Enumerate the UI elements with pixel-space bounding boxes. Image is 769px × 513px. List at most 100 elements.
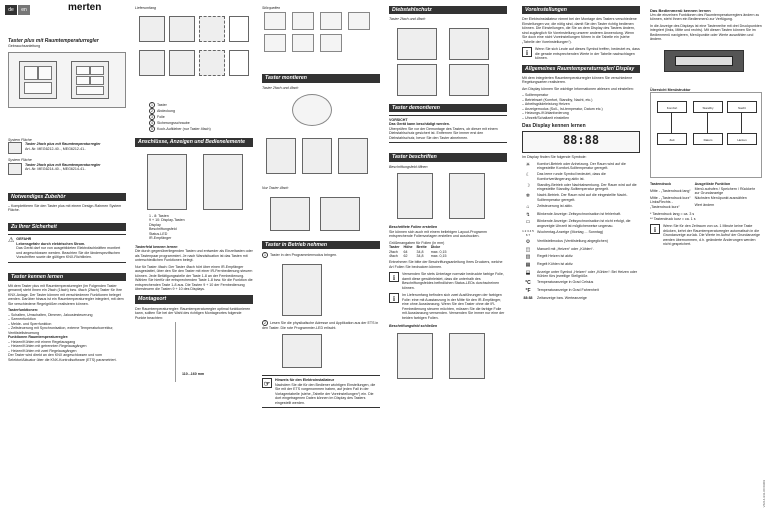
symbol-text: Komfort-Betrieb oder Anheizung. Der Raum…	[537, 161, 626, 171]
mount-sub: Taster 2fach und 4fach	[262, 85, 299, 90]
legend-item: Folie	[157, 115, 165, 120]
taster-4fach-image	[71, 60, 109, 99]
foil-head: Beschriftete Folien erstellen	[389, 225, 438, 230]
caution-box: VORSICHT Das Gerät kann beschädigt werde…	[389, 114, 507, 144]
conn-legend-item: Status-LED	[149, 231, 168, 236]
product-name-1: Taster 2fach plus mit Raumtemperaturregl…	[25, 142, 101, 147]
conn-legend-item: 9 + 10: Display-Tasten	[149, 218, 185, 223]
info-box-1: i Verwenden Sie stets Unterlage normale …	[389, 272, 507, 290]
time-display-icon: 88:88	[523, 295, 533, 300]
column-6: Das Bedienmenü kennen lernen Um die einz…	[650, 0, 762, 513]
ops-text-2: In die Anzeige des Displays ist eine Tas…	[650, 23, 762, 42]
menu-node: Standby	[693, 101, 723, 114]
mount-text: Der Raumtemperaturregler: Raumtemperatur…	[135, 306, 251, 320]
doc-title: Taster plus mit Raumtemperaturregler	[8, 38, 99, 44]
taster-2fach-image	[19, 60, 57, 99]
start-figure-2	[262, 332, 380, 372]
func-head: Tasterfunktionen:	[8, 308, 39, 313]
manual-icon: ◫	[525, 246, 531, 253]
table-cell: max. 0,15	[430, 249, 447, 254]
func-item: Melde- und Sperrfunktion	[8, 322, 126, 326]
symbol-row: ⌂Zeitsteuerung ist aktiv.	[522, 204, 640, 210]
product-thumb-icon	[8, 142, 22, 155]
table-cell: Nächsten Menüpunkt auswählen	[694, 195, 747, 200]
mount-figure: 110...160 mm	[175, 322, 253, 383]
legend-item: Koch-Aufkleber (nur Taster 4fach)	[157, 127, 211, 132]
use-head: Tasterfeld kennen lernen	[135, 244, 178, 249]
table-row: 2fach 64 34,8 max. 0,15	[389, 250, 450, 254]
table-caption: Größenangaben für Folien (in mm)	[389, 240, 445, 245]
section-connections: Anschlüsse, Anzeigen und Bedienelemente	[135, 138, 253, 147]
table-cell: 34,8	[416, 254, 424, 258]
standby-icon: ☽	[525, 182, 531, 189]
symbol-row: ☾Das leere runde Symbol bedeutet, dass d…	[522, 172, 640, 181]
column-4: Diebstahlschutz Taster 2fach und 4fach T…	[389, 0, 507, 513]
key-table-header: Ausgelöste Funktion	[694, 182, 731, 187]
conn-legend-item: Beschriftungsfeld	[149, 227, 177, 232]
end-text: Der Taster wird direkt an den KNX angesc…	[8, 353, 117, 362]
presets-info-text: Wenn Sie sich Leute auf dieses Symbol tr…	[535, 47, 640, 61]
danger-title: GEFAHR	[16, 237, 32, 242]
info-text-1: Verwenden Sie stets Unterlage normale be…	[402, 272, 504, 290]
level-icon: ⬓	[525, 269, 531, 276]
fahrenheit-icon: °F	[525, 287, 531, 294]
danger-text: Das Gerät darf nur von ausgebildeten Ele…	[16, 246, 121, 260]
section-know-taster: Taster kennen lernen	[8, 272, 126, 281]
footnote-2: ** Tastendruck kurz = ca. 1 s	[650, 216, 696, 221]
connections-figure	[135, 150, 253, 214]
timeout-info-text: Wenn Sie für den Zeitraum von ca. 1 Minu…	[663, 224, 761, 247]
timer-icon: ⌂	[526, 203, 530, 210]
section-demount: Taster demontieren	[389, 103, 507, 112]
heating-icon: ▥	[525, 254, 531, 261]
menu-structure-diagram: Komfort Standby Nacht Zeit Datum Heizen	[650, 92, 762, 179]
know-text: Mit dem Taster plus mit Raumtemperaturre…	[8, 283, 124, 306]
ops-text: Um die einzelnen Funktionen des Raumtemp…	[650, 13, 760, 22]
conn-legend-item: IR-Empfänger	[149, 236, 172, 241]
rt-item: Heizen/Kühlen mit einem Regelausgang	[8, 340, 126, 344]
section-general: Allgemeines Raumtemperaturregler/ Displa…	[522, 64, 640, 73]
symbol-row: ☀Komfort-Betrieb oder Anheizung. Der Rau…	[522, 162, 640, 171]
ops-head: Das Bedienmenü kennen lernen	[650, 8, 711, 13]
table-cell: Wert ändern	[694, 202, 715, 207]
table-cell: Links/Rechts - „Tastendruck kurz“	[650, 200, 680, 209]
display-image	[664, 49, 744, 72]
symbol-text: Regelt Heizen ist aktiv.	[537, 254, 574, 259]
symbol-row: ⬓Anzeige unter Symbol „Heizen“ oder „Küh…	[522, 270, 640, 279]
label-open-figure	[389, 169, 507, 225]
column-1: Taster plus mit Raumtemperaturregler Geb…	[8, 28, 126, 513]
display-intro: Im Display finden Sie folgende Symbole:	[522, 155, 587, 160]
conn-legend-item: 1 - 8: Tasten	[149, 213, 169, 218]
symbol-text: Ventilstellmodus (Ventilstellung abgegli…	[537, 238, 608, 243]
lang-en-tab[interactable]: en	[18, 5, 30, 15]
symbol-text: Temperaturanzeige in Grad Celsius	[537, 280, 594, 285]
comfort-extension-icon: ☾	[525, 172, 531, 179]
interference-head: Störquellen	[262, 6, 281, 10]
section-start: Taster in Betrieb nehmen	[262, 240, 380, 249]
display-head: Das Display kennen lernen	[522, 123, 586, 130]
general-item: Betriebsart (Komfort, Standby, Nacht, et…	[522, 98, 640, 102]
section-mount-location: Montageort	[135, 295, 253, 304]
lang-de-tab[interactable]: de	[5, 5, 17, 15]
hand-icon: ☞	[262, 378, 272, 389]
use-text-2: Nur für Taster 4fach: Der Taster 4fach h…	[135, 264, 253, 291]
presets-text: Der Elektroinstallateur nimmt bei der Mo…	[522, 17, 637, 44]
legend-item: Taster	[157, 103, 167, 108]
symbol-text: Blinkende Anzeige: Zeitsynchronisation i…	[537, 219, 631, 228]
foil-text: Sie können sich auch mit einem beliebige…	[389, 229, 487, 239]
info-box-2: i Im Lieferumfang befinden sich zwei Aus…	[389, 293, 507, 320]
rt-item: Heizen/Kühlen mit zwei Regelausgängen	[8, 349, 126, 353]
presets-info: i Wenn Sie sich Leute auf dieses Symbol …	[522, 47, 640, 60]
symbol-text: Wochentag-Anzeige (Montag ... Sonntag)	[537, 229, 604, 234]
footnote-1: * Tastendruck lang = ca. 3 s	[650, 212, 695, 217]
product-art-1: Art.-Nr. MEG6212-40.., MEG6212-41..	[25, 146, 87, 151]
scope-figure	[135, 10, 253, 102]
mount-steps-figure	[262, 90, 380, 186]
func-item: Schalten, Umschalten, Dimmen, Jalousiest…	[8, 313, 126, 317]
section-safety: Zu Ihrer Sicherheit	[8, 222, 126, 232]
note-text: Nachdem Sie die für den Bediener wichtig…	[275, 382, 376, 405]
menu-node: Komfort	[657, 101, 687, 114]
symbol-text: Standby-Betrieb oder Nachtabsenkung. Der…	[537, 182, 637, 192]
section-label: Taster beschriften	[389, 153, 507, 162]
